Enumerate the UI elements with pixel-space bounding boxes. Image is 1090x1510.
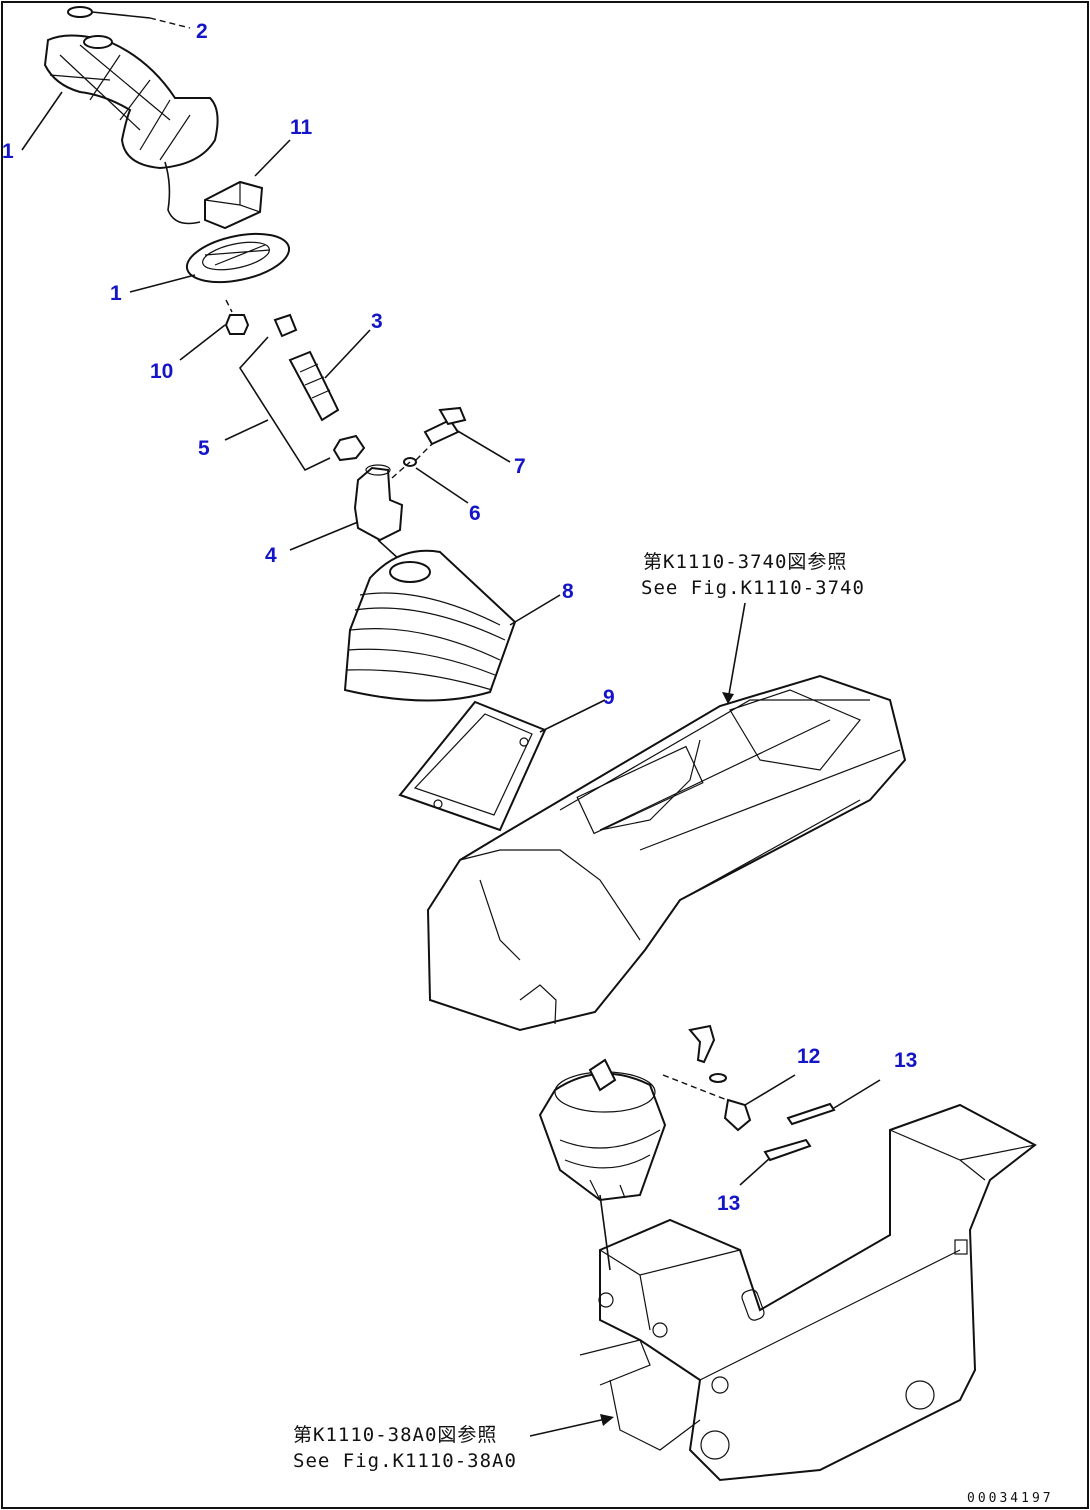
callout-13-lower: 13 [717, 1192, 740, 1215]
callout-13-upper: 13 [894, 1049, 917, 1072]
callout-9: 9 [603, 686, 615, 709]
callout-3: 3 [371, 310, 383, 333]
part-9-frame [398, 700, 547, 832]
part-5-nut [238, 336, 366, 472]
part-13-pin-lower [763, 1138, 812, 1162]
part-10-nut [224, 299, 250, 335]
console-housing [426, 674, 907, 1032]
reference-arrow-upper [722, 602, 746, 704]
leader-lines [21, 17, 881, 1186]
upper-reference-jp: 第K1110-3740図参照 [643, 551, 847, 573]
upper-reference-en: See Fig.K1110-3740 [641, 577, 865, 599]
callout-7: 7 [514, 455, 526, 478]
part-8-boot [343, 549, 517, 702]
callout-2: 2 [196, 20, 208, 43]
pilot-valve [538, 1058, 667, 1202]
callout-4: 4 [265, 544, 277, 567]
lower-reference-arrow-in-bounds [529, 1414, 614, 1437]
part-12-bolt [662, 1024, 752, 1132]
callout-6: 6 [469, 502, 481, 525]
callout-5: 5 [198, 437, 210, 460]
callout-1-plate: 1 [110, 282, 122, 305]
callout-10: 10 [150, 360, 173, 383]
part-1-grip [43, 34, 219, 225]
callout-1-grip: 1 [2, 140, 14, 163]
callout-8: 8 [562, 580, 574, 603]
part-13-pin-upper [786, 1102, 836, 1126]
callout-11: 11 [290, 116, 313, 139]
drawing-code: 00034197 [967, 1491, 1054, 1506]
mounting-bracket [579, 1103, 1037, 1482]
part-4-lever-block [353, 464, 404, 561]
lower-reference-en: See Fig.K1110-38A0 [293, 1450, 517, 1472]
part-7-bolt [423, 406, 467, 446]
part-3-sleeve [273, 313, 340, 422]
part-11-connector [204, 180, 264, 230]
lower-reference-jp: 第K1110-38A0図参照 [293, 1424, 497, 1446]
part-1-base-plate [185, 232, 291, 284]
callout-12: 12 [797, 1045, 820, 1068]
